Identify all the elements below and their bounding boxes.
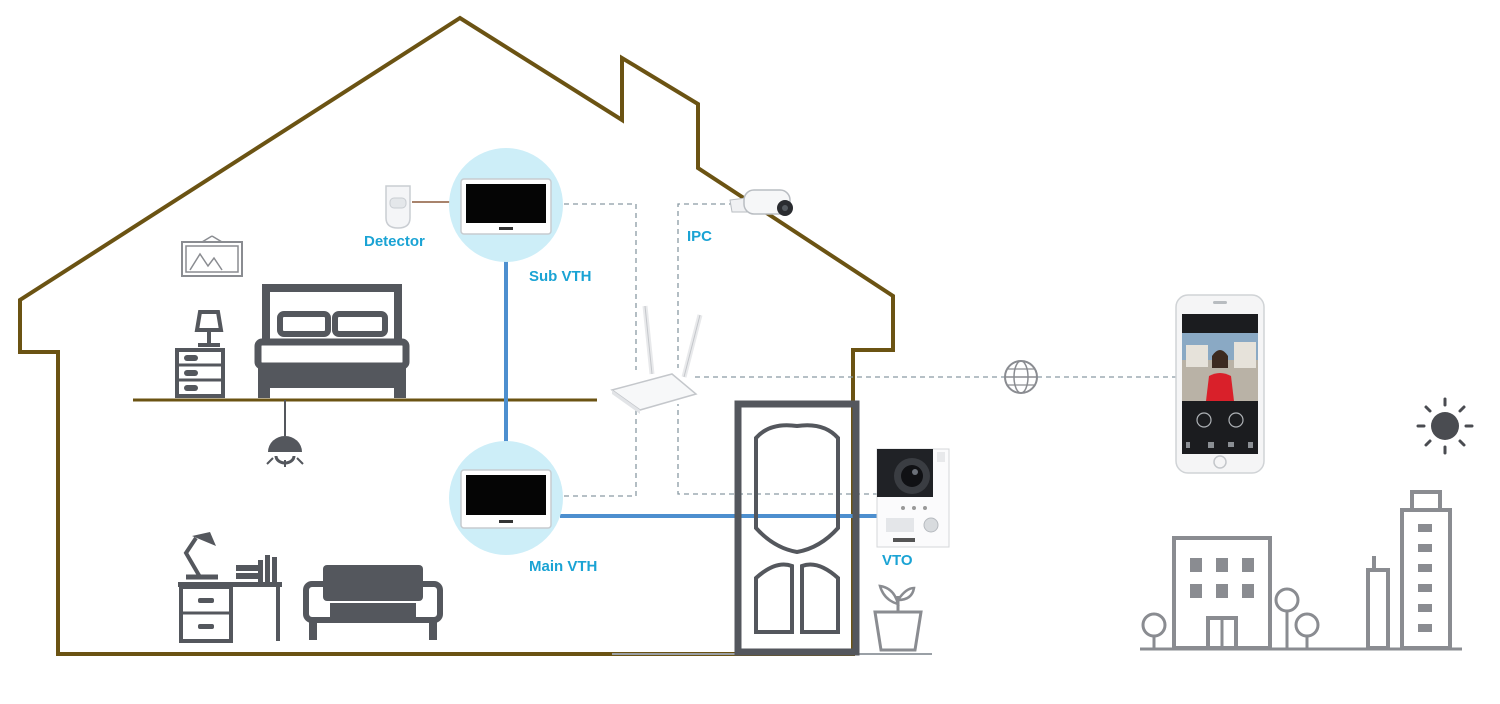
books-icon xyxy=(236,555,277,582)
lamp-icon xyxy=(194,310,224,347)
monitor-icon xyxy=(460,178,552,235)
monitor-icon xyxy=(460,469,552,529)
nightstand-icon xyxy=(175,348,225,398)
detector-icon xyxy=(385,185,411,229)
plant-icon xyxy=(873,584,923,652)
ipc-label: IPC xyxy=(687,228,713,245)
bed-icon xyxy=(254,284,410,398)
dashed-vto-router xyxy=(677,404,878,495)
tree-icon xyxy=(1141,612,1167,649)
sub-vth-label: Sub VTH xyxy=(529,268,592,285)
desk-lamp-icon xyxy=(183,532,218,580)
main-vth-label: Main VTH xyxy=(529,558,598,575)
building-icon xyxy=(1366,490,1452,650)
detector-label: Detector xyxy=(364,233,425,250)
picture-frame-icon xyxy=(181,235,243,277)
tree-icon xyxy=(1294,612,1320,649)
vto-label: VTO xyxy=(882,552,913,569)
phone-icon xyxy=(1175,294,1265,474)
dashed-main-vth-router xyxy=(555,400,637,497)
sofa-icon xyxy=(303,565,443,640)
sub-vth-monitor xyxy=(449,148,563,262)
building-icon xyxy=(1172,536,1272,650)
dashed-sub-vth-router xyxy=(555,203,637,370)
router-icon xyxy=(610,305,703,414)
desk-icon xyxy=(178,582,282,643)
door-station-icon xyxy=(876,448,950,548)
tree-icon xyxy=(1274,587,1300,649)
main-vth-monitor xyxy=(449,441,563,555)
city-skyline xyxy=(1140,490,1462,651)
camera-icon xyxy=(729,189,793,216)
dashed-ipc-router xyxy=(677,203,752,368)
sun-icon xyxy=(1416,397,1474,455)
globe-icon xyxy=(1004,360,1038,394)
door-icon xyxy=(734,400,860,656)
pendant-light-icon xyxy=(266,400,304,467)
house-outline xyxy=(18,15,895,656)
